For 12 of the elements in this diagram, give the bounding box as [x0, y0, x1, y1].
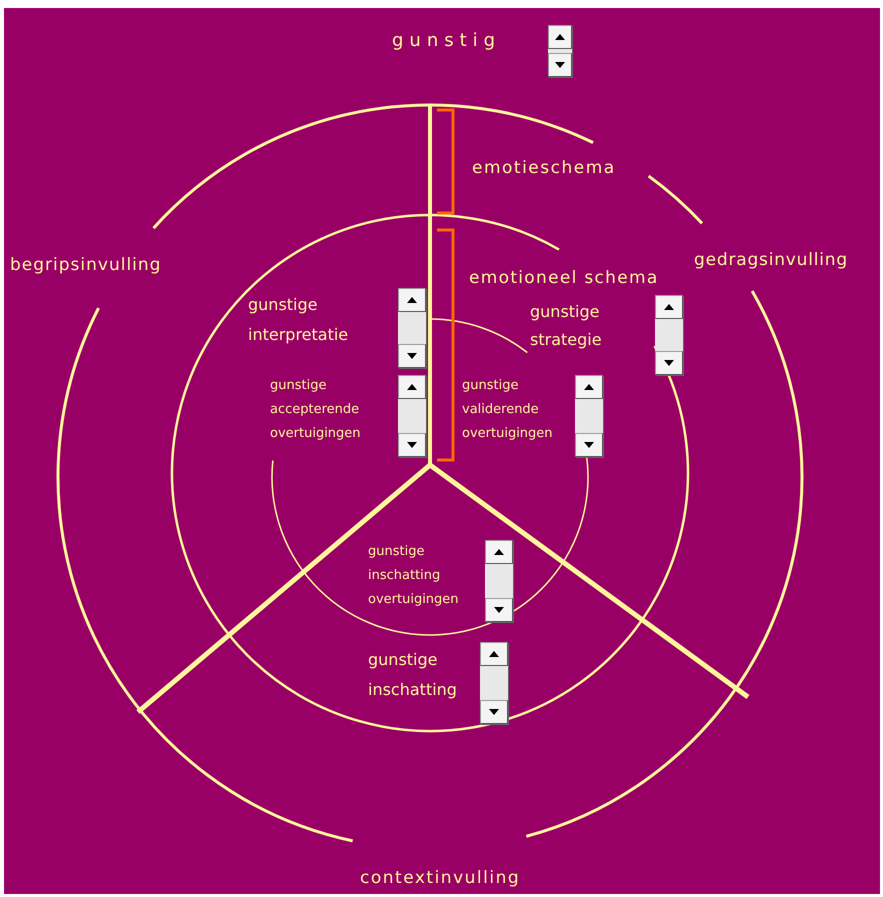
- text-label: gunstige accepterende overtuigingen: [270, 377, 362, 443]
- text-label: emotioneel schema: [469, 268, 659, 288]
- text-label: emotieschema: [472, 158, 616, 178]
- text-label: begripsinvulling: [10, 255, 162, 275]
- text-label: gunstige interpretatie: [248, 294, 350, 346]
- text-label: gunstig: [392, 30, 502, 51]
- text-label: gunstige inschatting: [368, 649, 458, 701]
- text-label: gunstige strategie: [530, 301, 603, 351]
- text-label: contextinvulling: [360, 868, 520, 888]
- text-label: gunstige validerende overtuigingen: [462, 377, 554, 443]
- text-label: gunstige inschatting overtuigingen: [368, 543, 460, 609]
- text-label: gedragsinvulling: [694, 250, 848, 270]
